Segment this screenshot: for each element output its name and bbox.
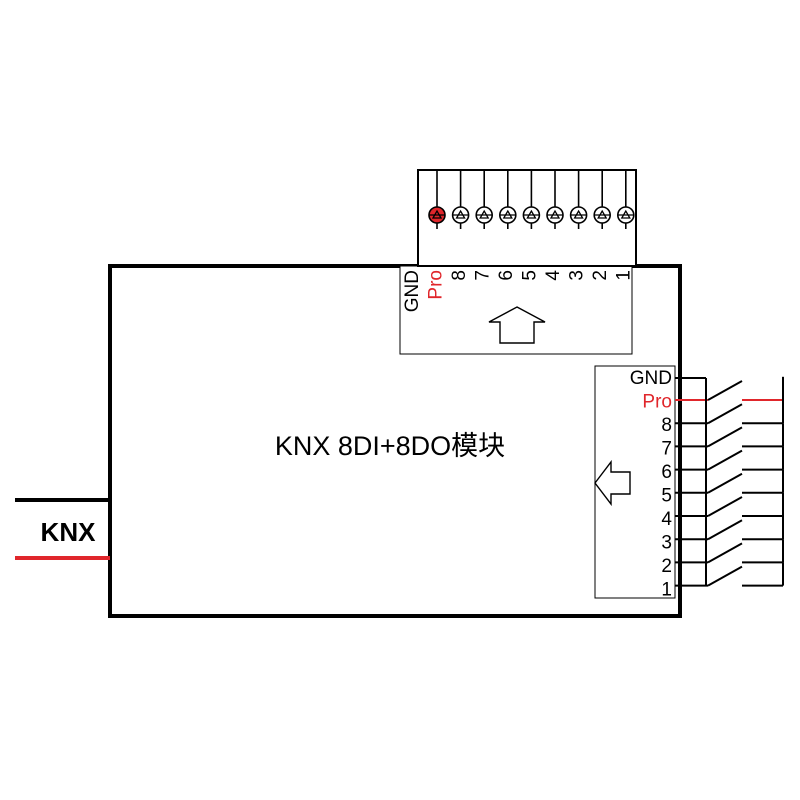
input-pin-label-4: 4	[543, 270, 564, 281]
input-pin-label-pro: Pro	[426, 270, 447, 300]
led-icon	[522, 206, 541, 224]
knx-label: KNX	[41, 517, 97, 547]
output-pin-label-7: 7	[661, 439, 672, 460]
module-title: KNX 8DI+8DO模块	[275, 431, 505, 461]
input-pin-label-1: 1	[614, 270, 635, 281]
output-pin-label-pro: Pro	[642, 392, 672, 413]
led-icon	[569, 206, 588, 224]
switch-icon	[675, 446, 784, 471]
switch-icon	[675, 376, 784, 401]
switch-icon	[675, 539, 784, 564]
led-icon	[546, 206, 564, 224]
switch-icon	[675, 400, 784, 425]
input-pin-label-8: 8	[449, 270, 470, 281]
output-pin-label-8: 8	[661, 415, 672, 436]
led-icon	[593, 206, 612, 224]
output-pin-label-gnd: GND	[630, 368, 672, 389]
switch-icon	[675, 492, 784, 517]
switch-icon	[675, 423, 784, 448]
switch-icon	[675, 469, 784, 494]
led-icon	[498, 206, 517, 224]
input-led-row	[428, 170, 635, 229]
output-arrow-left-icon	[594, 459, 631, 507]
input-arrow-up-icon	[488, 306, 546, 344]
output-pin-label-3: 3	[661, 533, 672, 554]
input-pin-label-2: 2	[590, 270, 611, 281]
input-pin-label-gnd: GND	[402, 270, 423, 312]
output-switch-column	[675, 376, 784, 587]
output-pin-label-5: 5	[661, 486, 672, 507]
led-icon	[428, 206, 446, 224]
input-pin-label-3: 3	[567, 270, 588, 281]
input-pin-label-5: 5	[520, 270, 541, 281]
led-icon	[451, 206, 470, 224]
switch-icon	[675, 516, 784, 541]
output-pin-label-4: 4	[661, 509, 672, 530]
output-pin-label-2: 2	[661, 556, 672, 577]
input-pin-label-6: 6	[496, 270, 517, 281]
led-icon	[616, 206, 635, 224]
output-pin-label-6: 6	[661, 462, 672, 483]
output-pin-label-1: 1	[661, 580, 672, 601]
input-pin-label-7: 7	[473, 270, 494, 281]
switch-icon	[675, 562, 784, 587]
led-icon	[475, 206, 494, 224]
